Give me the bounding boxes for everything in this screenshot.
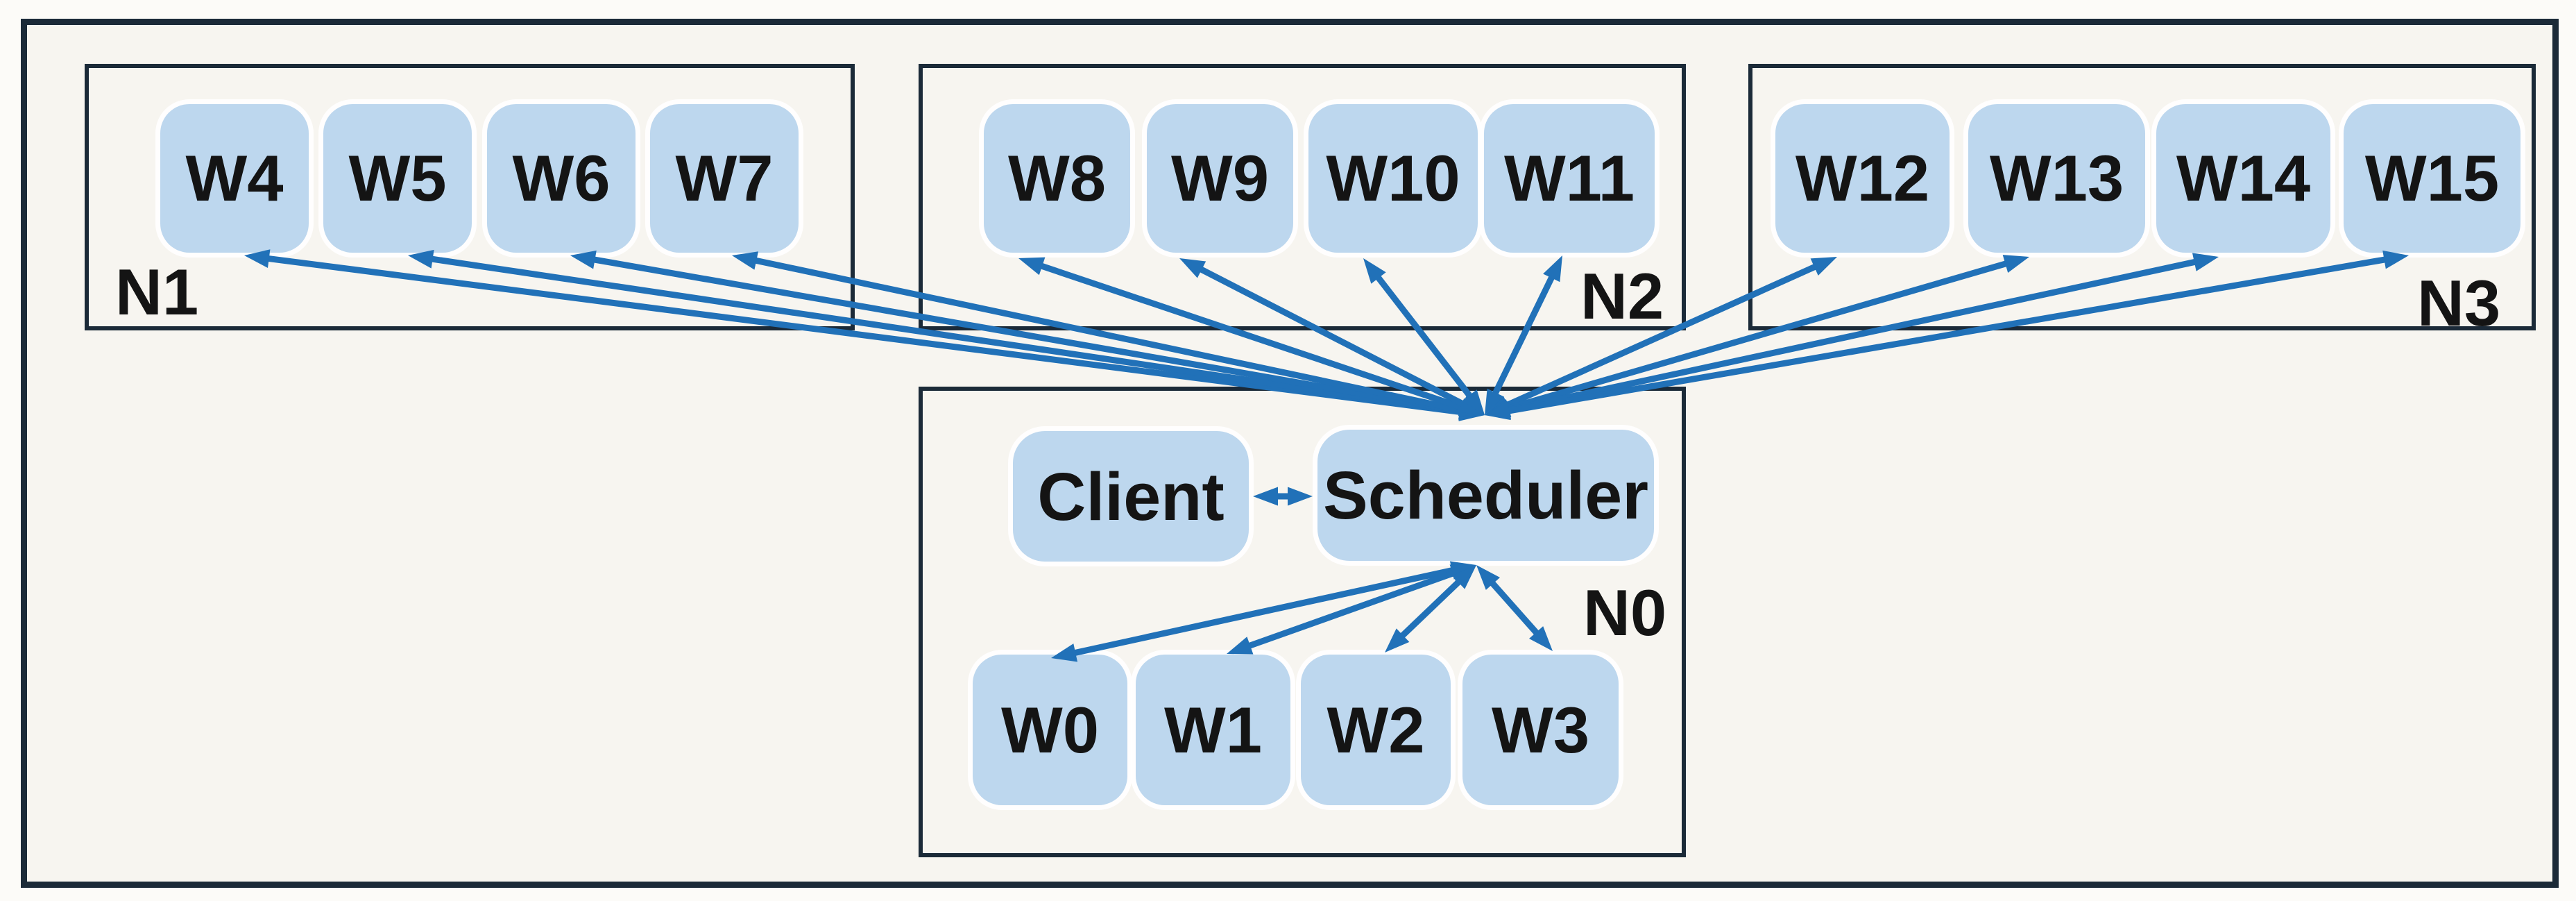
worker-box-w9: W9 <box>1147 104 1293 253</box>
node-label-n3: N3 <box>2417 267 2501 339</box>
worker-label-w0: W0 <box>1001 693 1099 766</box>
scheduler-label: Scheduler <box>1323 457 1648 533</box>
worker-label-w10: W10 <box>1326 142 1460 214</box>
worker-label-w4: W4 <box>185 142 284 214</box>
node-label-n1: N1 <box>115 255 199 328</box>
worker-box-w12: W12 <box>1775 104 1950 253</box>
client-box: Client <box>1013 431 1249 562</box>
worker-box-w6: W6 <box>487 104 636 253</box>
worker-label-w14: W14 <box>2176 142 2311 214</box>
worker-label-w7: W7 <box>675 142 774 214</box>
worker-label-w11: W11 <box>1503 142 1635 214</box>
scheduler-box: Scheduler <box>1317 430 1654 561</box>
worker-box-w10: W10 <box>1308 104 1478 253</box>
worker-box-w14: W14 <box>2156 104 2330 253</box>
worker-box-w1: W1 <box>1136 655 1290 805</box>
worker-box-w0: W0 <box>973 655 1127 805</box>
worker-label-w15: W15 <box>2364 142 2500 214</box>
worker-box-w4: W4 <box>160 104 309 253</box>
worker-box-w15: W15 <box>2344 104 2520 253</box>
worker-label-w9: W9 <box>1171 142 1269 214</box>
worker-box-w3: W3 <box>1462 655 1619 805</box>
worker-label-w8: W8 <box>1008 142 1106 214</box>
worker-label-w1: W1 <box>1164 693 1262 766</box>
worker-label-w5: W5 <box>348 142 447 214</box>
worker-box-w5: W5 <box>323 104 472 253</box>
node-label-n2: N2 <box>1580 260 1664 332</box>
worker-label-w12: W12 <box>1795 142 1930 214</box>
worker-box-w8: W8 <box>984 104 1130 253</box>
worker-box-w2: W2 <box>1301 655 1451 805</box>
worker-label-w13: W13 <box>1989 142 2124 214</box>
node-label-n0: N0 <box>1583 576 1667 649</box>
worker-box-w11: W11 <box>1484 104 1655 253</box>
worker-box-w7: W7 <box>650 104 799 253</box>
worker-label-w6: W6 <box>512 142 611 214</box>
worker-box-w13: W13 <box>1968 104 2145 253</box>
worker-label-w3: W3 <box>1492 693 1589 766</box>
worker-label-w2: W2 <box>1327 693 1425 766</box>
client-label: Client <box>1037 458 1225 534</box>
